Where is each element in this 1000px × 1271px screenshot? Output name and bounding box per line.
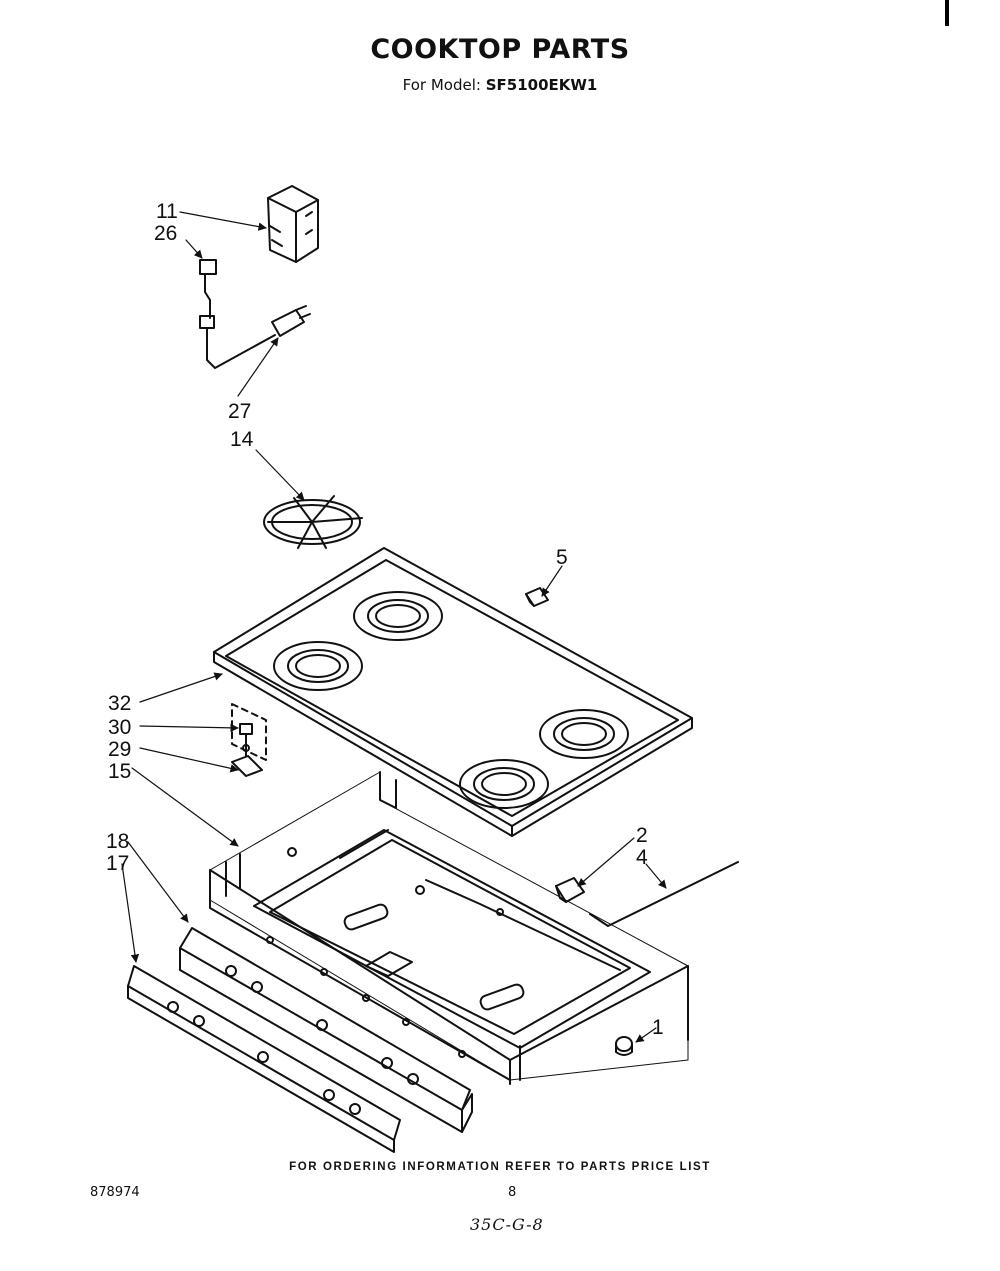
- page-number: 8: [508, 1185, 517, 1200]
- part-14-burner-grate: [263, 495, 363, 549]
- callout-18: 18: [106, 830, 129, 853]
- ordering-note: FOR ORDERING INFORMATION REFER TO PARTS …: [289, 1161, 711, 1173]
- part-27-plug: [271, 305, 311, 337]
- callout-14: 14: [230, 428, 254, 451]
- callout-2: 2: [636, 824, 648, 847]
- leader-lines: [121, 211, 667, 1043]
- callout-30: 30: [108, 716, 131, 739]
- callout-26: 26: [154, 222, 177, 245]
- part-4-tube: [589, 861, 739, 927]
- part-30-29-15-valve-assembly: [231, 703, 267, 777]
- callout-32: 32: [108, 692, 131, 715]
- part-1-knob: [615, 1036, 633, 1056]
- part-26-connector: [199, 259, 276, 369]
- callout-1: 1: [652, 1016, 664, 1039]
- callout-15: 15: [108, 760, 131, 783]
- callout-numbers: 11 26 27 14 5 32 30 29 15 18 17 2 4 1: [106, 200, 664, 1039]
- part-17-trim-panel: [127, 965, 401, 1153]
- model-subtitle: For Model: SF5100EKW1: [0, 76, 1000, 94]
- callout-27: 27: [228, 400, 251, 423]
- document-number: 878974: [90, 1185, 140, 1200]
- callout-4: 4: [636, 846, 648, 869]
- burner-box: [209, 771, 689, 1085]
- part-5-clip: [525, 587, 549, 607]
- page-title: COOKTOP PARTS: [370, 34, 630, 65]
- callout-17: 17: [106, 852, 129, 875]
- part-2-bracket: [555, 877, 585, 903]
- handwritten-note: 35C-G-8: [470, 1215, 544, 1234]
- callout-29: 29: [108, 738, 131, 761]
- model-number: SF5100EKW1: [485, 76, 598, 94]
- part-11-junction-box: [267, 185, 319, 263]
- model-prefix: For Model:: [402, 76, 481, 94]
- part-18-manifold-panel: [179, 927, 473, 1133]
- page-edge-mark: [945, 0, 949, 26]
- callout-5: 5: [556, 546, 568, 569]
- part-32-cooktop: [213, 547, 693, 837]
- callout-11: 11: [156, 200, 178, 223]
